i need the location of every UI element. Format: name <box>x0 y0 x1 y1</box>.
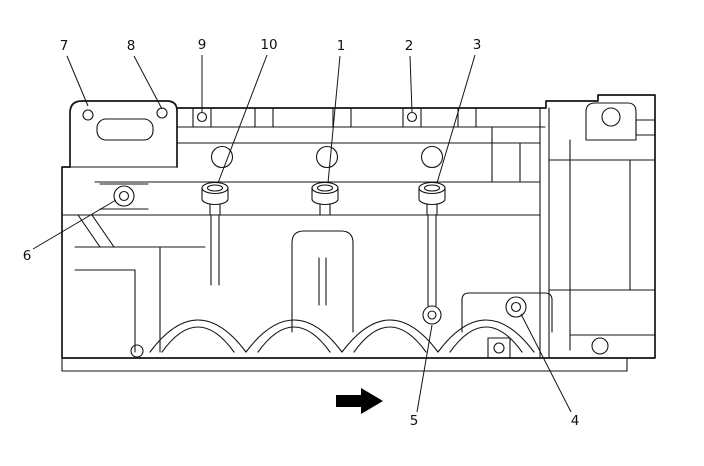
pad-tab-hole <box>493 342 505 354</box>
callout-leader-2 <box>409 55 413 113</box>
oil-pan-rail <box>61 344 628 372</box>
deck-bolt-hole-2 <box>406 111 418 123</box>
head-bolt-boss-10 <box>201 181 229 216</box>
rear-flange-bolt-top <box>601 107 621 127</box>
coolant-port-1 <box>210 145 234 169</box>
upper-band <box>94 126 541 183</box>
callout-label-3: 3 <box>473 37 482 53</box>
deck-rail <box>176 107 546 128</box>
callout-label-6: 6 <box>23 248 32 264</box>
coolant-port-2 <box>315 145 339 169</box>
callout-label-8: 8 <box>127 38 136 54</box>
callout-leader-4 <box>520 313 572 413</box>
callouts: 7 8 9 10 1 2 3 6 5 4 <box>23 37 580 429</box>
callout-label-2: 2 <box>405 38 414 54</box>
callout-leader-10 <box>217 54 268 184</box>
flange-slot <box>96 118 154 141</box>
pad-bolt-4 <box>505 296 527 318</box>
engine-block-drawing <box>61 94 656 372</box>
center-dome <box>291 230 354 333</box>
internal-ribs <box>74 214 437 353</box>
front-mount-flange <box>69 100 178 168</box>
callout-label-5: 5 <box>410 413 419 429</box>
callout-label-1: 1 <box>337 38 346 54</box>
callout-leader-1 <box>327 55 341 184</box>
callout-label-4: 4 <box>571 413 580 429</box>
front-direction-arrow <box>336 388 383 414</box>
callout-leader-7 <box>66 55 89 107</box>
rear-tab <box>635 119 656 136</box>
callout-leader-6 <box>32 199 117 250</box>
callout-label-10: 10 <box>260 37 277 53</box>
head-bolt-boss-1 <box>311 181 339 216</box>
callout-leader-8 <box>133 55 163 110</box>
rear-end-flange <box>539 102 656 359</box>
block-outer-outline <box>61 94 656 359</box>
crankcase-webs <box>149 319 535 353</box>
callout-leader-5 <box>416 324 433 413</box>
coolant-port-3 <box>420 145 444 169</box>
rib-bolt-5 <box>422 305 442 325</box>
lower-right-pad <box>422 292 553 359</box>
deck-bolt-hole-9 <box>196 111 208 123</box>
pan-rail-hole <box>130 344 144 358</box>
flange-bolt-hole-8 <box>156 107 168 119</box>
callout-label-9: 9 <box>198 37 207 53</box>
callout-label-7: 7 <box>60 38 69 54</box>
flange-bolt-hole-7 <box>82 109 94 121</box>
callout-leader-3 <box>436 54 476 184</box>
dowel-bolt-6 <box>99 183 149 210</box>
head-bolt-boss-3 <box>418 181 446 216</box>
rear-flange-bolt-bottom <box>591 337 609 355</box>
